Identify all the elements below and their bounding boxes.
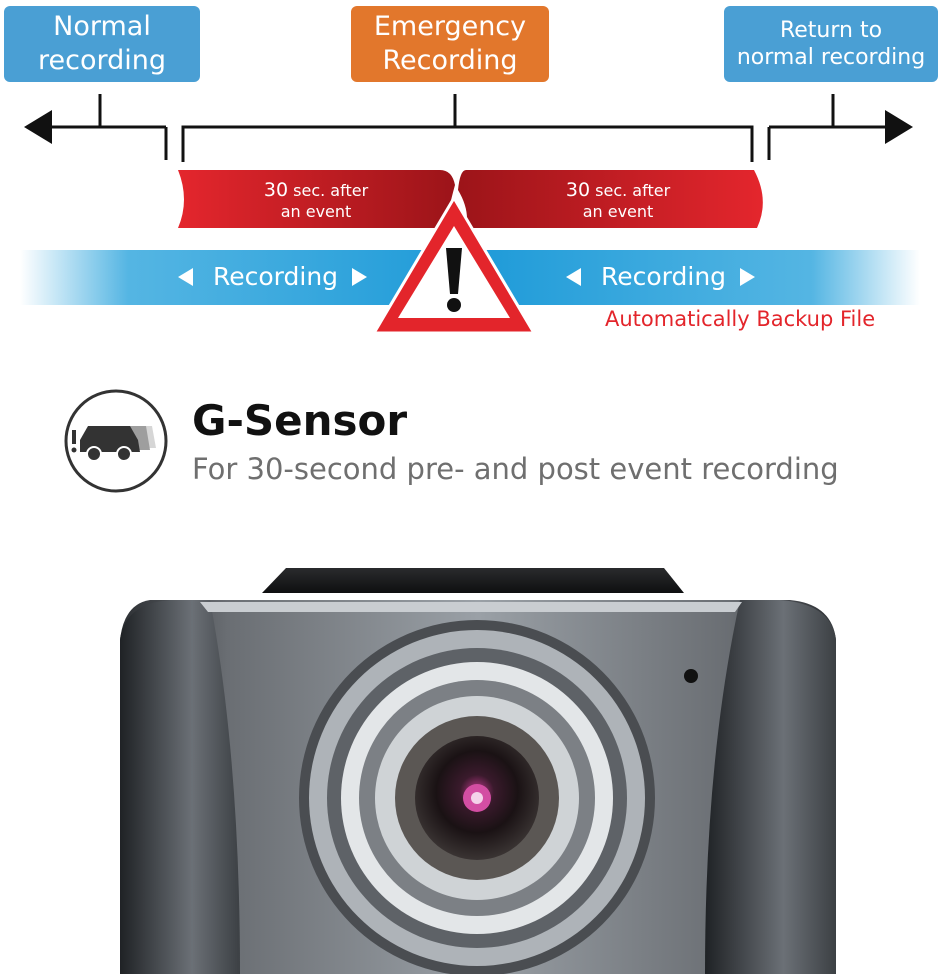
event-before-unit: sec. after — [293, 181, 369, 200]
normal-recording-box: Normal recording — [4, 6, 200, 82]
recording-right-text: Recording — [601, 262, 727, 291]
triangle-right-icon — [352, 267, 368, 286]
event-before-line2: an event — [280, 201, 352, 221]
event-after-label: 30 sec. after an event — [538, 179, 698, 221]
event-banner-before — [178, 170, 455, 228]
triangle-right-icon — [740, 267, 756, 286]
emergency-recording-line1: Emergency — [373, 11, 527, 43]
return-recording-line2: normal recording — [736, 45, 926, 70]
recording-left-text: Recording — [213, 262, 339, 291]
event-after-line2: an event — [582, 201, 654, 221]
timeline-left-arrow — [40, 94, 168, 160]
recording-right-label: Recording — [566, 262, 756, 291]
return-normal-recording-box: Return to normal recording — [724, 6, 938, 82]
event-before-label: 30 sec. after an event — [236, 179, 396, 221]
backup-file-label: Automatically Backup File — [605, 307, 876, 331]
timeline-emergency-bracket — [181, 94, 754, 162]
return-recording-line1: Return to — [779, 17, 883, 43]
car-impact-icon — [64, 389, 168, 493]
left-arrowhead-icon — [24, 110, 52, 144]
event-after-number: 30 — [565, 179, 591, 201]
emergency-recording-box: Emergency Recording — [351, 6, 549, 82]
right-arrowhead-icon — [885, 110, 913, 144]
event-banner-after — [458, 170, 763, 228]
dash-camera-image — [120, 568, 836, 974]
feature-title: G-Sensor — [192, 396, 408, 445]
timeline-right-arrow — [767, 94, 895, 160]
event-before-number: 30 — [263, 179, 289, 201]
warning-triangle-icon — [372, 196, 536, 335]
recording-left-label: Recording — [178, 262, 368, 291]
normal-recording-line2: recording — [38, 45, 166, 76]
triangle-left-icon — [178, 267, 193, 286]
event-after-unit: sec. after — [595, 181, 671, 200]
normal-recording-line1: Normal — [53, 11, 151, 43]
feature-subtitle: For 30-second pre- and post event record… — [192, 452, 839, 486]
triangle-left-icon — [566, 267, 581, 286]
emergency-recording-line2: Recording — [382, 45, 518, 76]
